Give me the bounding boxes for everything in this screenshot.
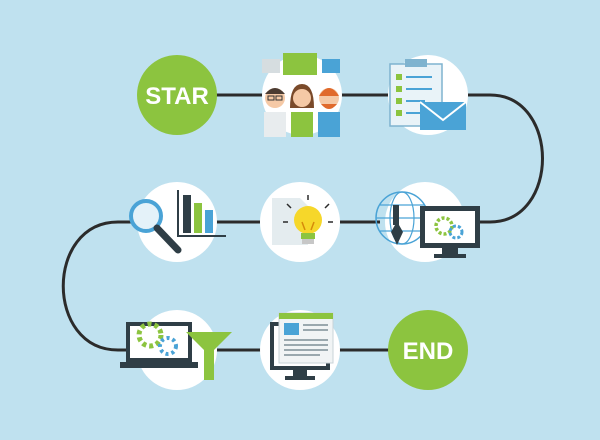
- tools-monitor-node: [375, 182, 480, 262]
- flow-path: [61, 93, 544, 352]
- start-label: STAR: [145, 83, 209, 110]
- analytics-node: [129, 182, 226, 262]
- start-node: STAR: [137, 55, 217, 135]
- checklist-envelope-icon: [389, 59, 467, 130]
- end-label: END: [403, 338, 454, 365]
- wrench-globe-monitor-icon: [375, 191, 480, 258]
- desktop-webpage-icon: [270, 312, 334, 380]
- end-node: END: [388, 310, 468, 390]
- team-node: [262, 53, 342, 137]
- laptop-filter-node: [120, 310, 232, 390]
- web-desktop-node: [260, 310, 340, 390]
- idea-node: [260, 182, 340, 262]
- team-people-icon: [262, 53, 340, 137]
- magnifier-barchart-icon: [129, 190, 226, 254]
- checklist-node: [388, 55, 468, 135]
- lightbulb-icon: [272, 195, 333, 245]
- laptop-gears-funnel-icon: [120, 321, 232, 380]
